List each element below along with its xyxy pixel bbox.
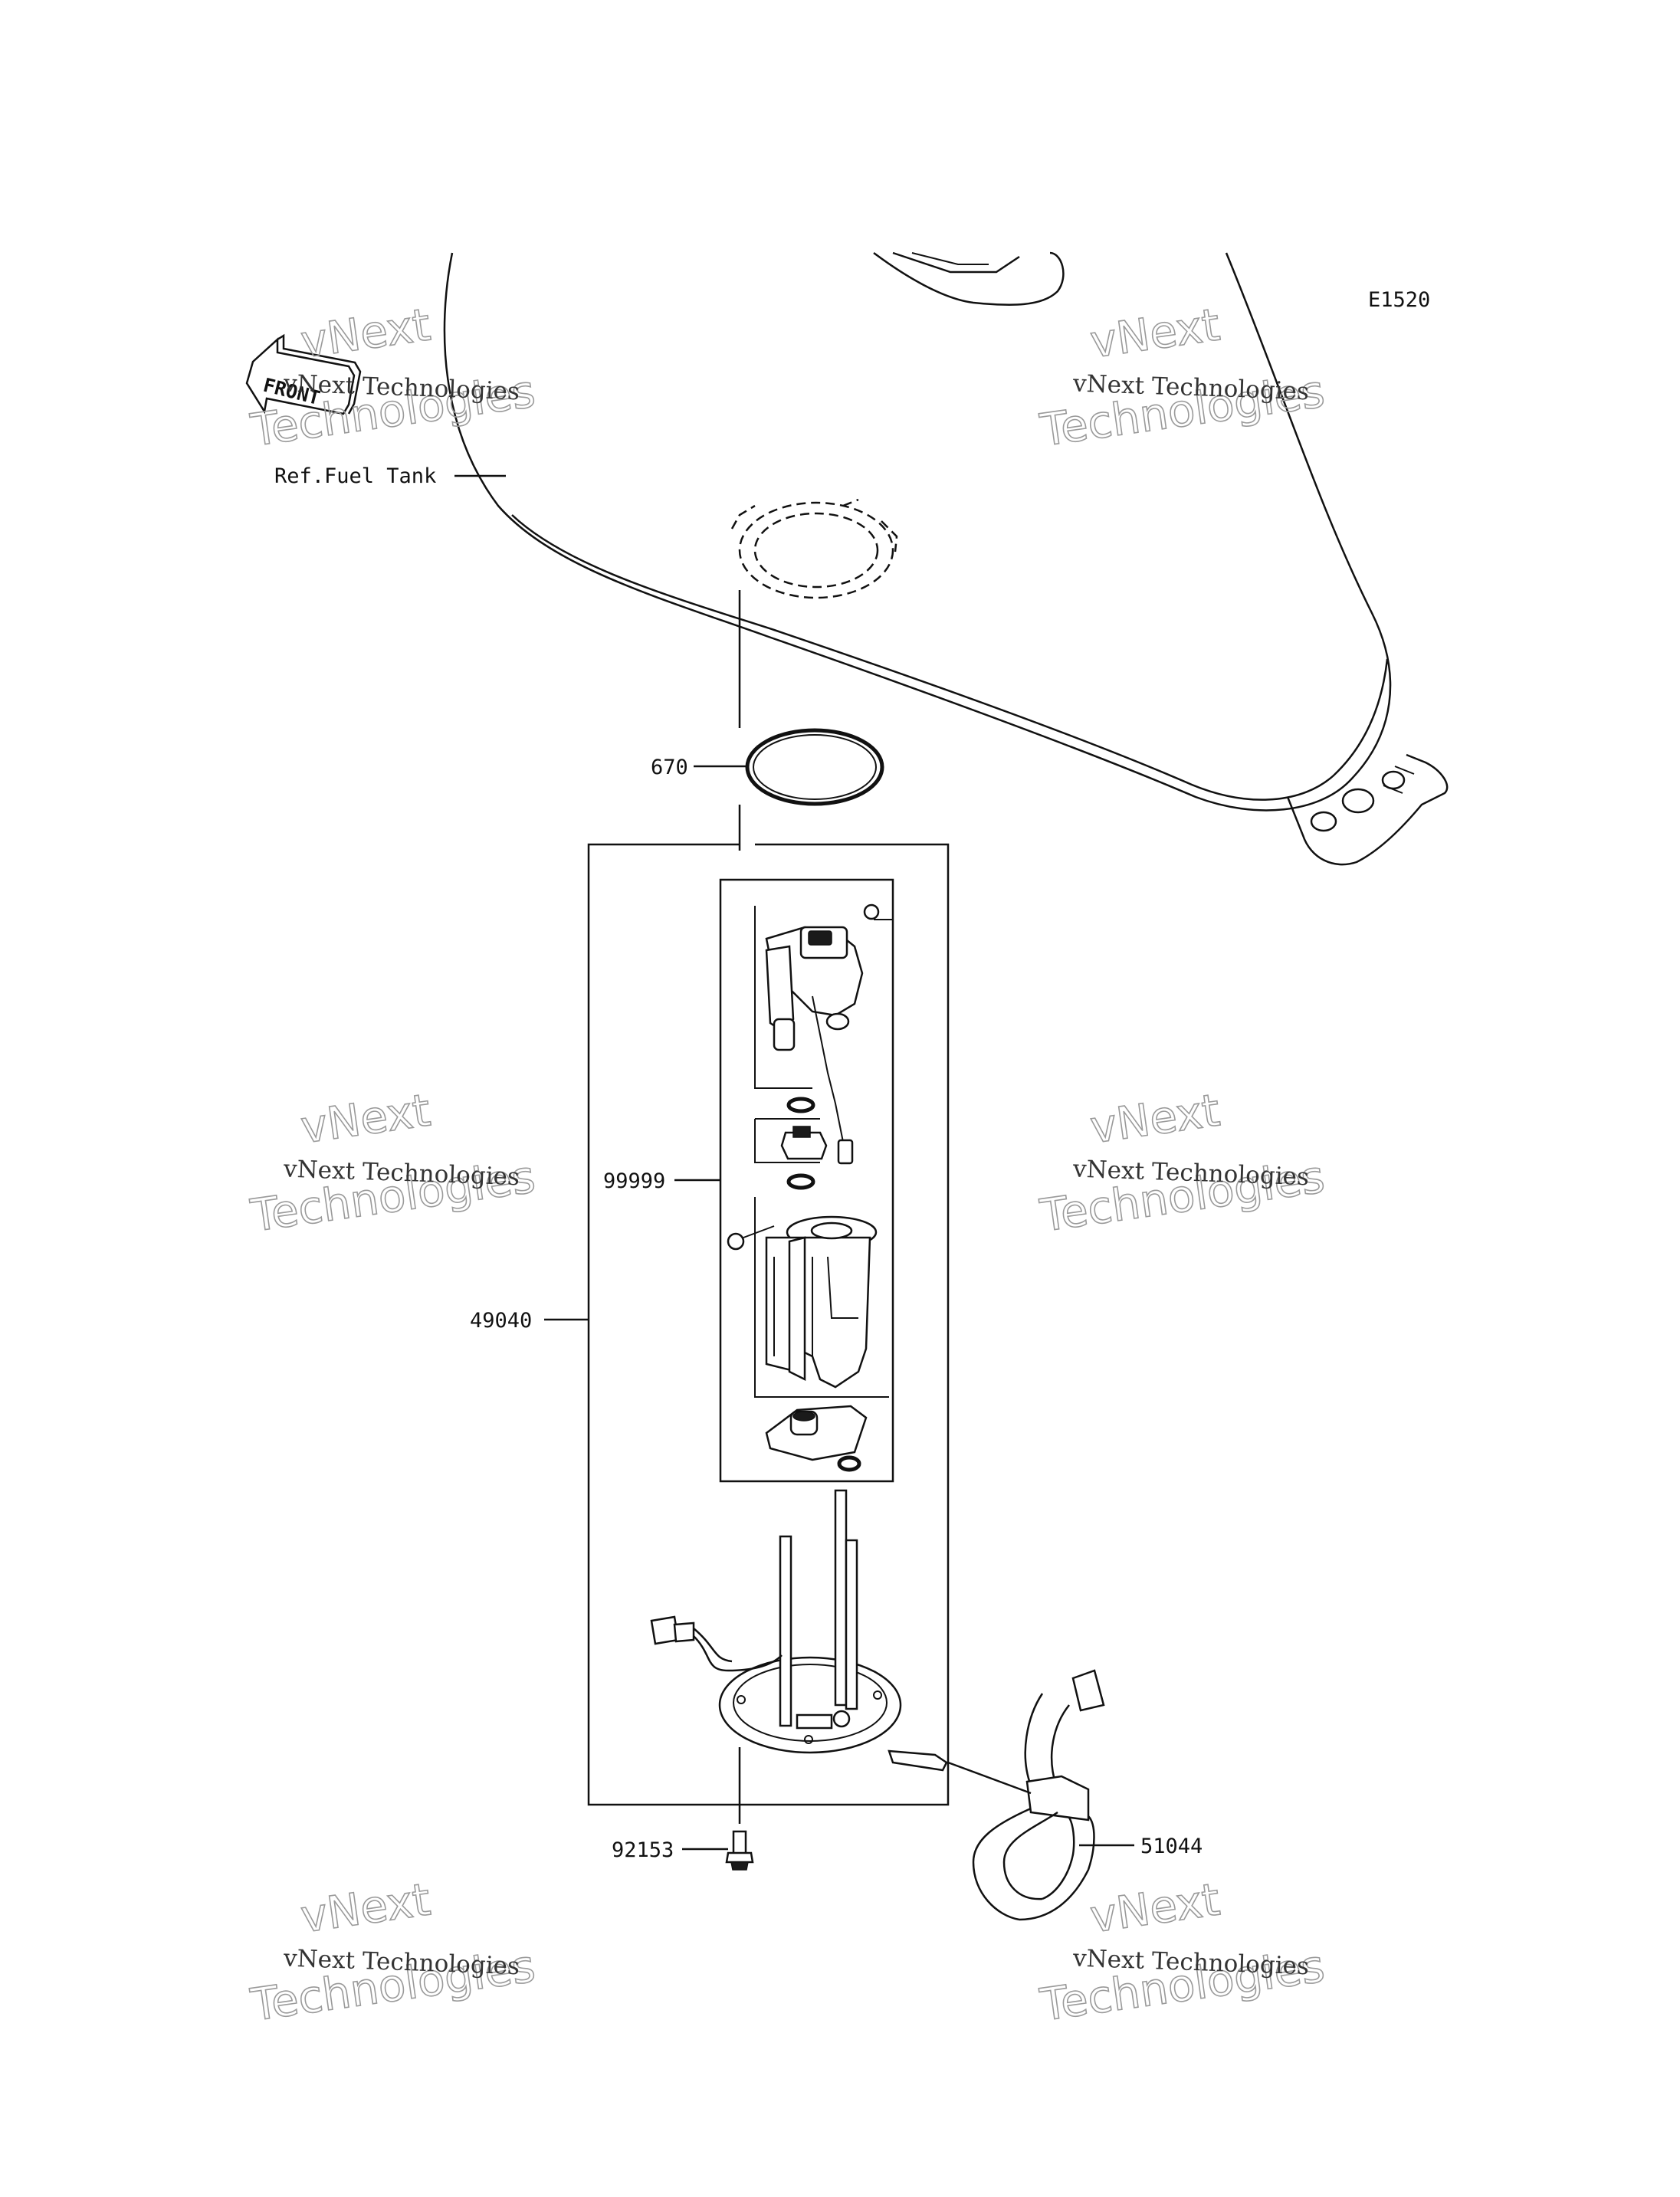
tank-pump-opening — [730, 498, 898, 599]
part-number-49040: 49040 — [470, 1309, 532, 1333]
fuel-level-sender — [765, 903, 880, 1165]
pressure-regulator — [780, 1126, 828, 1160]
pump-base — [718, 1489, 948, 1772]
small-washer — [837, 1455, 861, 1472]
watermark-line1: vNext — [297, 1873, 433, 1943]
watermark-line1: vNext — [297, 298, 433, 368]
watermark-mid-right: vNext Technologies vNext Technologies — [1036, 1084, 1328, 1243]
fuel-hose-51044 — [947, 1669, 1105, 1921]
oring-670 — [745, 728, 884, 806]
bolt-92153 — [725, 1830, 754, 1871]
ref-fuel-tank-label: Ref.Fuel Tank — [274, 464, 436, 488]
fuel-filter — [765, 1405, 868, 1461]
watermark-line1: vNext — [1087, 298, 1222, 368]
part-number-51044: 51044 — [1140, 1835, 1203, 1858]
watermark-bottom-right: vNext Technologies vNext Technologies — [1036, 1873, 1328, 2032]
watermark-bottom-left: vNext Technologies vNext Technologies — [247, 1873, 539, 2032]
watermark-line1: vNext — [1087, 1084, 1222, 1153]
wire-connector — [650, 1615, 783, 1672]
watermark-line1: vNext — [297, 1084, 433, 1153]
diagram-code: E1520 — [1368, 288, 1430, 312]
watermark-top-left: vNext Technologies vNext Technologies — [247, 298, 539, 457]
part-number-670: 670 — [651, 756, 688, 779]
part-number-99999: 99999 — [603, 1169, 665, 1193]
fuel-tank — [443, 251, 1449, 866]
watermark-mid-left: vNext Technologies vNext Technologies — [247, 1084, 539, 1243]
pump-housing — [727, 1215, 878, 1389]
watermark-top-right: vNext Technologies vNext Technologies — [1036, 298, 1328, 457]
small-oring-upper — [786, 1097, 815, 1113]
small-oring-lower — [786, 1173, 815, 1190]
tank-rear-bracket — [1286, 753, 1449, 866]
part-number-92153: 92153 — [612, 1838, 674, 1862]
watermark-line1: vNext — [1087, 1873, 1222, 1943]
